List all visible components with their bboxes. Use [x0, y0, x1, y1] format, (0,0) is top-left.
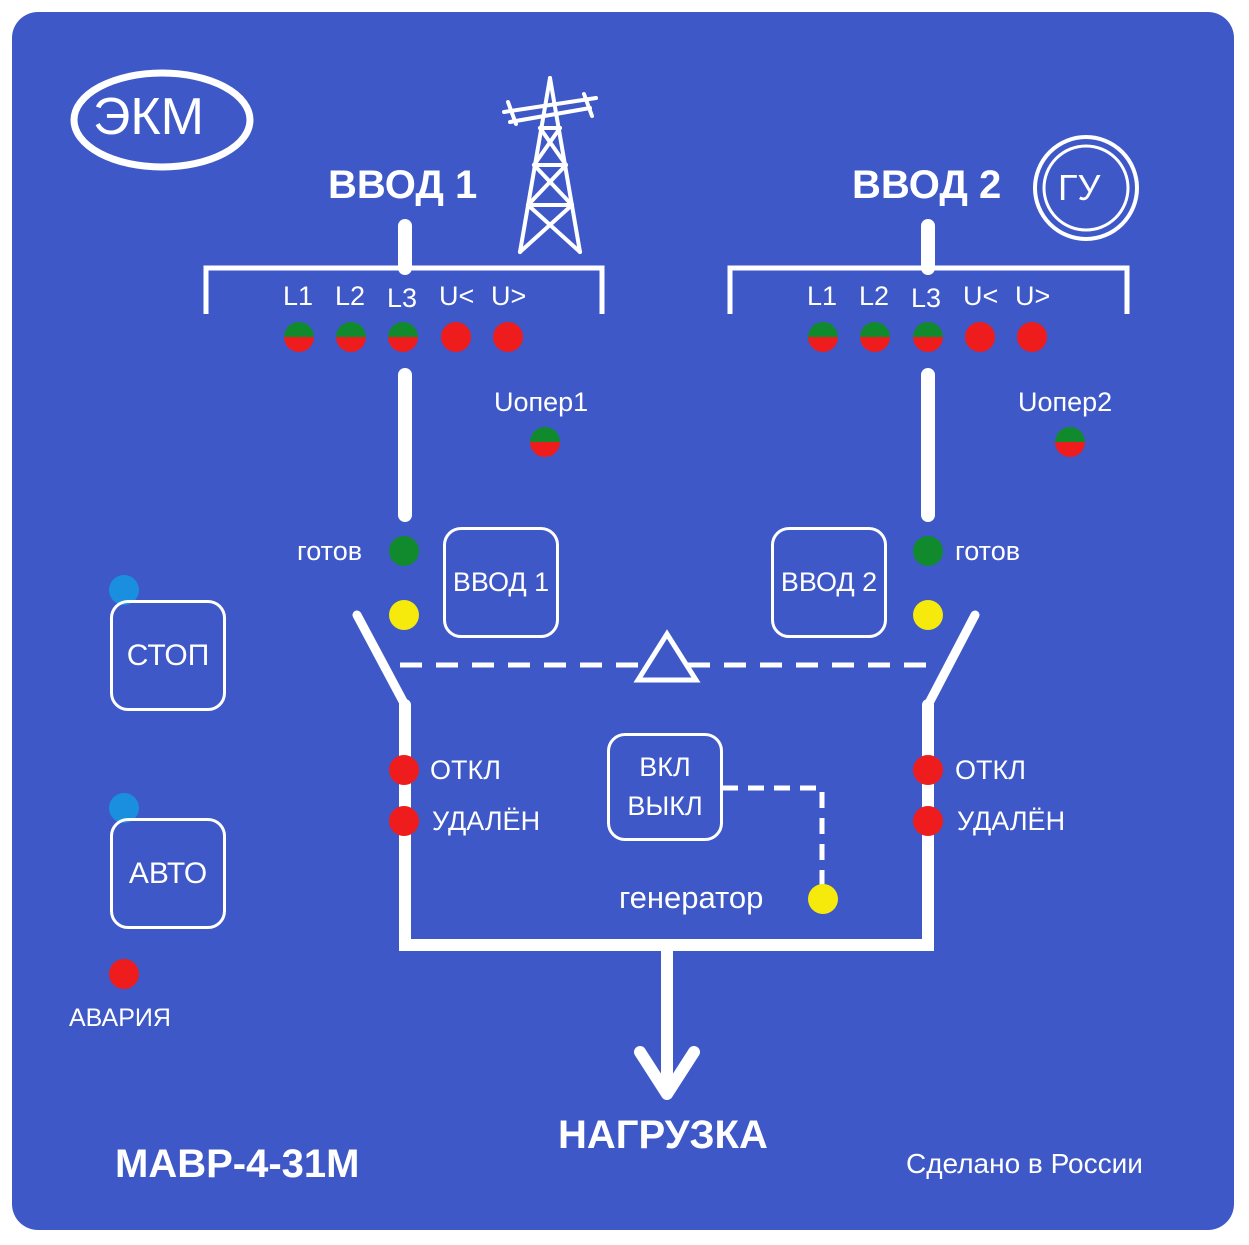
generator-icon-text: ГУ: [1058, 167, 1101, 208]
input1-l3-led: [388, 322, 418, 352]
input2-button[interactable]: ВВОД 2: [771, 527, 887, 638]
front-panel: [12, 12, 1234, 1230]
auto-button[interactable]: АВТО: [110, 818, 226, 929]
input1-l1-led: [284, 322, 314, 352]
input2-remote-label: УДАЛЁН: [957, 806, 1066, 836]
input1-uoper-led: [530, 427, 560, 457]
input1-phase-l3: L3: [387, 283, 418, 313]
input1-remote-label: УДАЛЁН: [432, 806, 541, 836]
input2-l2-led: [860, 322, 890, 352]
input1-ready-label: готов: [297, 536, 363, 566]
input2-ready-label: готов: [955, 536, 1021, 566]
input1-over-voltage-led: [493, 322, 523, 352]
input1-phase-l2: L2: [335, 281, 366, 311]
input1-under-voltage-led: [441, 322, 471, 352]
input1-button[interactable]: ВВОД 1: [443, 527, 559, 638]
input2-uoper-led: [1055, 427, 1085, 457]
input1-under-voltage: U<: [439, 281, 475, 311]
input2-under-voltage: U<: [963, 281, 999, 311]
input1-off-led: [389, 755, 419, 785]
generator-circle-icon: [1033, 135, 1139, 241]
load-arrow-icon: [634, 1046, 700, 1100]
logo-text: ЭКМ: [93, 88, 204, 146]
input2-switch-led: [913, 600, 943, 630]
generator-label: генератор: [619, 880, 764, 915]
input2-ready-led: [913, 536, 943, 566]
alarm-led: [109, 959, 139, 989]
generator-off-label: ВЫКЛ: [627, 791, 703, 821]
logo-ellipse: [70, 69, 254, 171]
input1-over-voltage: U>: [491, 281, 527, 311]
load-label: НАГРУЗКА: [558, 1113, 768, 1157]
input2-uoper-label: Uопер2: [1018, 387, 1113, 417]
input1-phase-l1: L1: [283, 281, 314, 311]
generator-link: [722, 785, 825, 885]
input1-title: ВВОД 1: [328, 163, 478, 207]
input2-off-label: ОТКЛ: [955, 755, 1026, 785]
input2-busbar: [727, 219, 1130, 314]
input1-off-label: ОТКЛ: [430, 755, 501, 785]
input1-busbar: [203, 219, 605, 314]
switch-blade-1: [352, 610, 410, 710]
input1-ready-led: [389, 536, 419, 566]
input2-off-led: [913, 755, 943, 785]
generator-led: [808, 884, 838, 914]
switch-blade-2: [923, 610, 980, 710]
input2-over-voltage: U>: [1015, 281, 1051, 311]
input2-phase-l2: L2: [859, 281, 890, 311]
input1-switch-led: [389, 600, 419, 630]
input2-l3-led: [913, 322, 943, 352]
interlock-triangle-icon: [633, 629, 701, 683]
input2-l1-led: [808, 322, 838, 352]
input1-remote-led: [389, 806, 419, 836]
generator-on-label: ВКЛ: [639, 751, 691, 782]
input2-phase-l1: L1: [807, 281, 838, 311]
input1-l2-led: [336, 322, 366, 352]
input2-under-voltage-led: [965, 322, 995, 352]
input1-uoper-label: Uопер1: [494, 387, 589, 417]
transmission-tower-icon: [502, 76, 598, 254]
top-border: [0, 0, 1249, 12]
input2-remote-led: [913, 806, 943, 836]
input2-phase-l3: L3: [911, 283, 942, 313]
alarm-label: АВАРИЯ: [69, 1004, 171, 1032]
stop-button[interactable]: СТОП: [110, 600, 226, 711]
generator-on-off-button[interactable]: ВКЛ ВЫКЛ: [607, 733, 723, 841]
made-in-russia: Сделано в России: [906, 1148, 1143, 1179]
input2-over-voltage-led: [1017, 322, 1047, 352]
model-name: МАВР-4-31М: [115, 1142, 360, 1186]
input2-title: ВВОД 2: [852, 163, 1002, 207]
